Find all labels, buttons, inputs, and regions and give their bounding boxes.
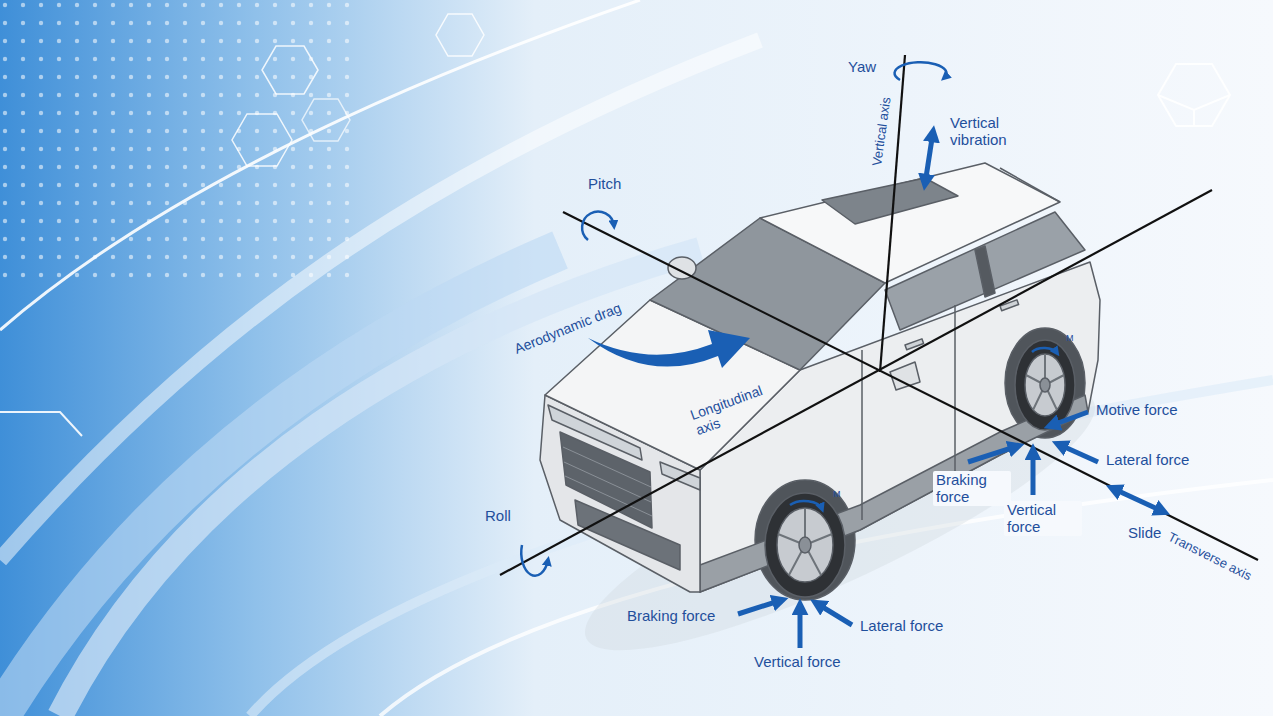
moment-label: M <box>833 489 841 499</box>
force-label: Vertical force <box>1004 501 1082 536</box>
force-label: Aerodynamic drag <box>512 299 623 356</box>
motion-label: Slide <box>1128 524 1161 541</box>
force-label: Braking force <box>933 471 1011 506</box>
axis-label: Vertical axis <box>870 96 894 167</box>
car-drawing <box>540 163 1119 693</box>
axis-label: Transverse axis <box>1165 530 1253 584</box>
axis-lines <box>500 55 1258 575</box>
rotation-label: Pitch <box>588 175 621 192</box>
force-label: Vertical force <box>754 653 841 670</box>
force-arrows <box>521 62 1164 648</box>
moment-label: M <box>1066 333 1074 343</box>
rotation-label: Roll <box>485 507 511 524</box>
motion-label: Vertical vibration <box>950 114 1035 149</box>
axis-label: Longitudinal axis <box>688 377 785 439</box>
force-label: Lateral force <box>860 617 943 634</box>
force-label: Lateral force <box>1106 451 1189 468</box>
force-label: Motive force <box>1096 401 1178 418</box>
rotation-label: Yaw <box>848 58 876 75</box>
force-label: Braking force <box>627 607 715 624</box>
